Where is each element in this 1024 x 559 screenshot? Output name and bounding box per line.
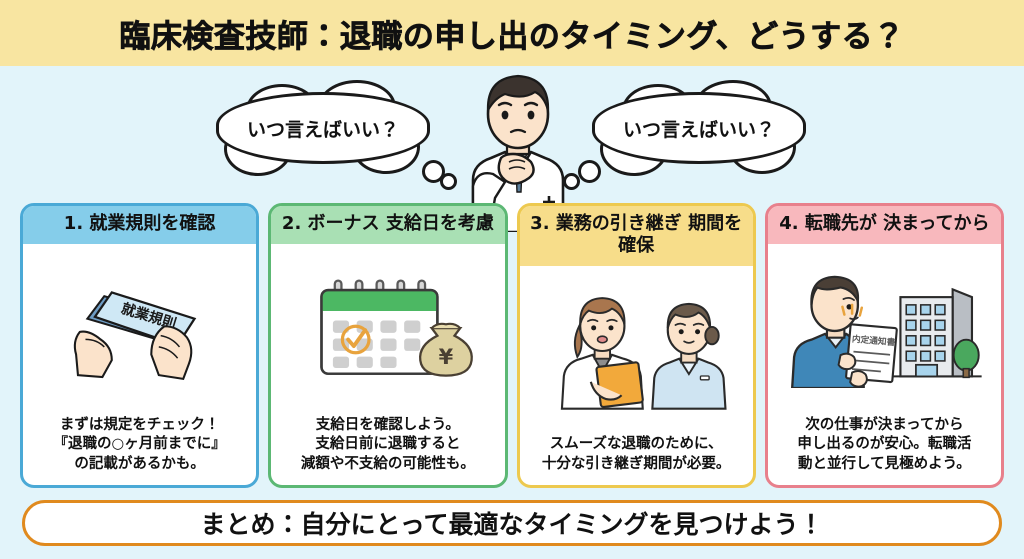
tip-card-4[interactable]: 4. 転職先が 決まってから: [764, 203, 1004, 488]
tip-card-3-heading: 3. 業務の引き継ぎ 期間を確保: [519, 206, 753, 266]
bubble-dot: [578, 160, 601, 183]
bubble-dot: [440, 173, 457, 190]
summary-banner: まとめ：自分にとって最適なタイミングを見つけよう！: [22, 500, 1002, 546]
tip-card-4-body: 次の仕事が決まってから 申し出るのが安心。転職活 動と並行して見極めよう。: [797, 417, 972, 472]
tips-card-row: 1. 就業規則を確認 就業規則 まずは規: [20, 203, 1004, 488]
thought-bubble-right: いつ言えばいい？: [592, 92, 806, 164]
thought-bubble-left-text: いつ言えばいい？: [246, 118, 399, 141]
yen-symbol: ¥: [439, 345, 454, 369]
offer-letter-building-illustration: 内定通知書: [768, 244, 1001, 416]
thought-bubble-right-text: いつ言えばいい？: [622, 118, 775, 141]
tip-card-2-heading: 2. ボーナス 支給日を考慮: [271, 206, 505, 244]
offer-letter-label: 内定通知書: [852, 333, 897, 349]
summary-text: まとめ：自分にとって最適なタイミングを見つけよう！: [200, 510, 824, 539]
bubble-dot: [422, 160, 445, 183]
thought-bubble-left: いつ言えばいい？: [216, 92, 430, 164]
calendar-money-illustration: ¥: [271, 244, 504, 416]
tip-card-4-heading: 4. 転職先が 決まってから: [767, 206, 1001, 244]
tip-card-3-body: スムーズな退職のために、 十分な引き継ぎ期間が必要。: [541, 436, 731, 472]
tip-card-1-body: まずは規定をチェック！ 『退職の○ヶ月前までに』 の記載があるかも。: [53, 417, 226, 472]
tip-card-1-heading: 1. 就業規則を確認: [23, 206, 257, 244]
page-title: 臨床検査技師：退職の申し出のタイミング、どうする？: [119, 18, 905, 55]
tip-card-3[interactable]: 3. 業務の引き継ぎ 期間を確保: [516, 203, 756, 488]
handover-staff-illustration: [520, 266, 753, 436]
bubble-dot: [563, 173, 580, 190]
tip-card-2-body: 支給日を確認しよう。 支給日前に退職すると 減額や不支給の可能性も。: [300, 417, 475, 472]
work-rules-booklet-illustration: 就業規則: [23, 244, 256, 416]
title-band: 臨床検査技師：退職の申し出のタイミング、どうする？: [0, 0, 1024, 66]
tip-card-2[interactable]: 2. ボーナス 支給日を考慮: [268, 203, 508, 488]
tip-card-1[interactable]: 1. 就業規則を確認 就業規則 まずは規: [20, 203, 260, 488]
